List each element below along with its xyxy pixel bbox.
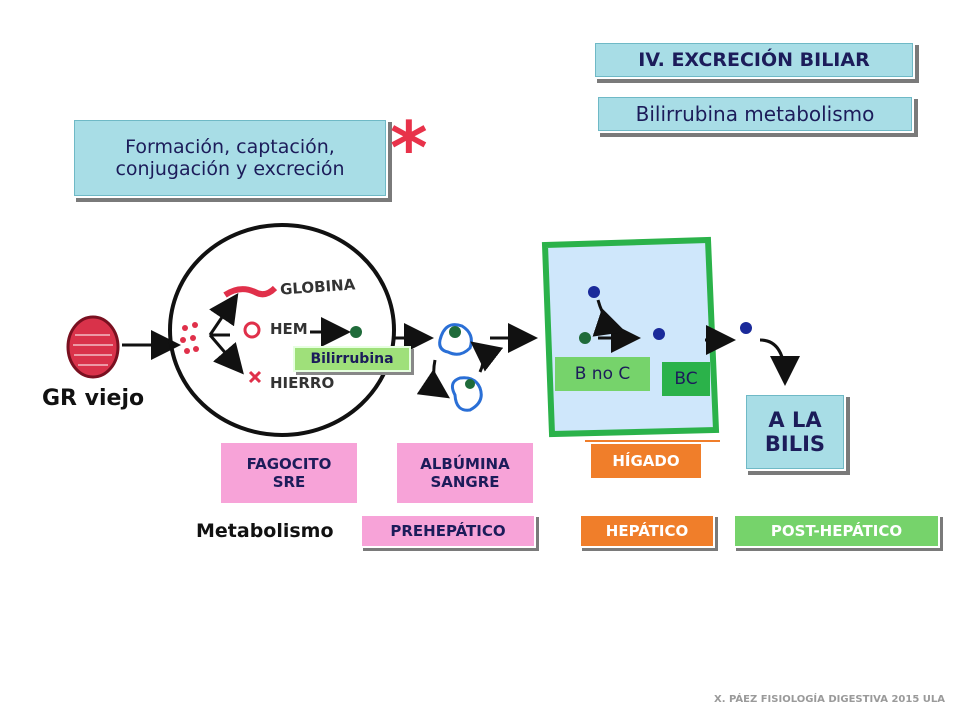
phagocyte-line-1: FAGOCITO [246,455,332,473]
metabolismo-label: Metabolismo [196,520,334,542]
hierro-label: HIERRO [270,374,335,392]
phagocyte-line-2: SRE [272,473,306,491]
asterisk-icon: * [390,106,428,190]
arrow-inside-liver [592,299,626,337]
footer-credit: X. PÁEZ FISIOLOGÍA DIGESTIVA 2015 ULA [714,694,945,705]
phagocyte-location-box: FAGOCITO SRE [221,443,357,503]
section-title: IV. EXCRECIÓN BILIAR [593,41,915,79]
to-bile-line-2: BILIS [764,432,826,456]
process-line-1: Formación, captación, [125,136,335,158]
unconjugated-label: B no C [555,357,650,391]
posthepatic-box: POST-HEPÁTICO [733,514,940,548]
to-bile-line-1: A LA [768,408,822,432]
conjugated-bilirubin-dot [653,328,665,340]
hem-label: HEM [270,320,308,338]
arrow-to-bile [759,338,800,386]
bilirubin-dot-1 [588,286,600,298]
old-rbc-icon [66,315,120,379]
bilirubin-tag: Bilirrubina [293,346,411,372]
hem-icon [243,321,261,339]
bile-bilirubin-dot [740,322,752,334]
conjugated-label: BC [662,362,710,396]
liver-location-box: HÍGADO [591,444,701,478]
albumin-line-1: ALBÚMINA [420,455,510,473]
unconjugated-bilirubin-dot [579,332,591,344]
branch-arrows [208,293,244,375]
process-line-2: conjugación y excreción [115,158,345,180]
arrow-albumin-cycle-1 [416,359,450,399]
iron-icon [248,370,262,384]
rbc-fragments-icon [180,322,199,354]
prehepatic-box: PREHEPÁTICO [360,514,536,548]
arrow-albumin-cycle-2 [470,341,504,373]
to-bile-box: A LA BILIS [744,393,846,471]
phagocyte-circle [168,223,396,437]
process-box: Formación, captación, conjugación y excr… [72,118,388,198]
albumin-line-2: SANGRE [430,473,500,491]
hepatic-box: HEPÁTICO [579,514,715,548]
albumin-location-box: ALBÚMINA SANGRE [397,443,533,503]
heme-dot-icon [350,326,362,338]
albumin-icon [438,323,483,412]
old-rbc-label: GR viejo [42,386,145,411]
globin-icon [223,285,278,298]
subtitle-box: Bilirrubina metabolismo [596,95,914,133]
